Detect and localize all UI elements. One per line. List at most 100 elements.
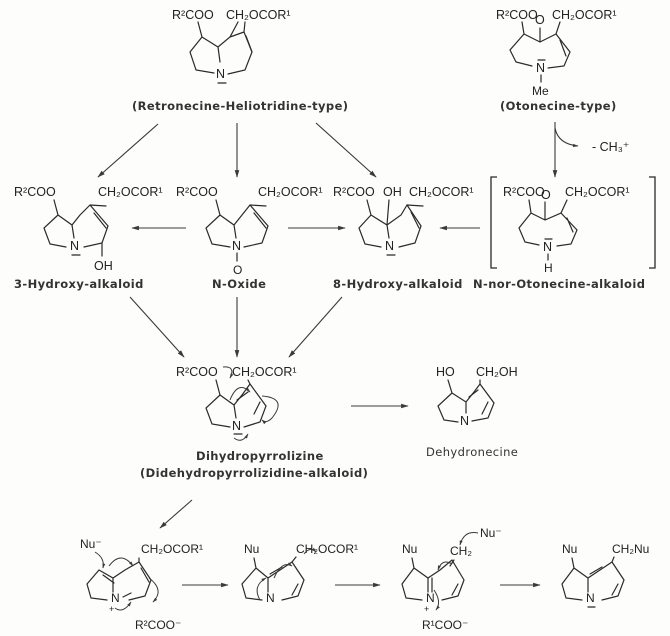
otonecine-oxo: O <box>535 13 545 27</box>
nor-otonecine-nitrogen: N <box>543 240 552 254</box>
nor-otonecine-ester-left: R²COO <box>503 185 545 199</box>
adduct1-nitrogen: N <box>266 591 275 605</box>
hydroxy3-label: 3-Hydroxy-alkaloid <box>14 277 144 291</box>
cation1-structure: Nu⁻ CH₂OCOR¹ N + R²COO⁻ <box>80 537 203 632</box>
hydroxy8-oh: OH <box>383 185 402 199</box>
cation2-exo-double-bond <box>449 559 455 567</box>
hydroxy8-double-bond <box>410 211 420 229</box>
otonecine-methyl: Me <box>532 84 549 98</box>
cation2-double-bond-2 <box>451 583 459 596</box>
arrow-retro-to-3hydroxy <box>97 123 159 178</box>
hydroxy3-nitrogen: N <box>70 239 79 253</box>
dehydronecine-double-bond-2 <box>481 401 489 415</box>
noxide-ester-right: CH₂OCOR¹ <box>258 185 323 199</box>
dehydronecine-structure: HO CH₂OH N Dehydronecine <box>426 365 518 459</box>
dehydronecine-nitrogen: N <box>460 414 469 428</box>
dihydro-nitrogen: N <box>232 419 241 433</box>
otonecine-ester-right: CH₂OCOR¹ <box>552 8 617 22</box>
cation2-incoming-nucleophile: Nu⁻ <box>480 526 502 540</box>
retronecine-nitrogen: N <box>216 67 225 81</box>
hydroxy3-structure: R²COO CH₂OCOR¹ N OH 3-Hydroxy-alkaloid <box>14 185 163 291</box>
bracket-right <box>649 176 656 269</box>
arrow-dihydro-to-cation1 <box>159 499 193 529</box>
dehydronecine-double-bond-1 <box>468 389 479 398</box>
hydroxy8-label: 8-Hydroxy-alkaloid <box>333 277 463 291</box>
cation1-ester-right: CH₂OCOR¹ <box>141 542 203 556</box>
hydroxy3-oh: OH <box>94 259 113 273</box>
curly-arrow-lone-pair <box>233 433 249 441</box>
curved-arrow-demethylation <box>554 127 579 148</box>
cation1-double-bond-1 <box>102 574 115 584</box>
retronecine-structure: R²COO CH₂OCOR¹ N (Retronecine-Heliotridi… <box>132 8 348 113</box>
dehydronecine-oh-left: HO <box>436 365 455 379</box>
dehydronecine-label: Dehydronecine <box>426 445 518 459</box>
noxide-oxygen: O <box>233 263 242 277</box>
otonecine-double-bond <box>559 39 567 57</box>
adduct2-structure: Nu CH₂Nu N <box>561 542 649 608</box>
dihydropyrrolizine-structure: R²COO CH₂OCOR¹ N Dihydropyrrolizine (Did… <box>140 365 368 480</box>
retronecine-label: (Retronecine-Heliotridine-type) <box>132 99 348 113</box>
nor-otonecine-double-bond <box>566 217 574 233</box>
hydroxy3-ester-right: CH₂OCOR¹ <box>98 185 163 199</box>
cation2-ch2: CH₂ <box>450 544 472 558</box>
cation2-structure: Nu CH₂ Nu⁻ N + R¹COO⁻ <box>401 526 502 632</box>
noxide-ester-left: R²COO <box>176 185 218 199</box>
adduct1-nucleophile: Nu <box>244 542 259 556</box>
cation2-attack-arrow <box>459 532 479 546</box>
cation2-charge: + <box>424 604 429 614</box>
adduct2-double-bond-1 <box>589 566 603 575</box>
adduct1-structure: Nu CH₂OCOR¹ N <box>241 542 358 605</box>
nor-otonecine-label: N-nor-Otonecine-alkaloid <box>473 277 645 291</box>
otonecine-ester-left: R²COO <box>496 8 538 22</box>
otonecine-nitrogen: N <box>536 61 545 75</box>
cation2-leaving-group: R¹COO⁻ <box>422 618 468 632</box>
curly-arrow-leaving-ester <box>222 366 234 379</box>
adduct2-nucleophile: Nu <box>562 542 577 556</box>
adduct2-double-bond-2 <box>611 583 619 596</box>
dihydro-label-2: (Didehydropyrrolizidine-alkaloid) <box>140 466 368 480</box>
adduct1-arrow-3 <box>303 547 317 555</box>
hydroxy8-structure: R²COO OH CH₂OCOR¹ N 8-Hydroxy-alkaloid <box>333 185 474 291</box>
cation1-ring-arrow-2 <box>148 577 159 603</box>
dihydro-ester-left: R²COO <box>176 365 218 379</box>
curly-arrow-ring-2 <box>261 395 279 425</box>
noxide-structure: R²COO CH₂OCOR¹ N O N-Oxide <box>176 185 323 291</box>
dihydro-ester-right: CH₂OCOR¹ <box>232 365 297 379</box>
adduct1-ester-right: CH₂OCOR¹ <box>296 542 358 556</box>
hydroxy8-ester-right: CH₂OCOR¹ <box>409 185 474 199</box>
hydroxy8-ester-left: R²COO <box>333 185 375 199</box>
cation1-ring-arrow-1 <box>108 557 134 567</box>
arrow-3hydroxy-to-dihydro <box>129 296 185 358</box>
cation2-nucleophile: Nu <box>402 542 417 556</box>
noxide-label: N-Oxide <box>212 277 266 291</box>
cation1-leaving-group: R²COO⁻ <box>135 618 181 632</box>
noxide-nitrogen: N <box>232 239 241 253</box>
cation1-attack-arrow <box>94 551 106 569</box>
cation2-nitrogen: N <box>426 591 435 605</box>
cation1-double-bond-2 <box>140 567 150 583</box>
retronecine-ester-right: CH₂OCOR¹ <box>226 8 291 22</box>
dihydro-double-bond-2 <box>253 401 261 415</box>
nor-otonecine-hydrogen: H <box>544 261 553 275</box>
retronecine-ester-left: R²COO <box>172 8 214 22</box>
arrow-retro-to-8hydroxy <box>315 122 377 178</box>
hydroxy3-ester-left: R²COO <box>14 185 56 199</box>
curly-arrow-ring-1 <box>229 387 251 401</box>
dihydro-double-bond-1 <box>236 391 249 401</box>
hydroxy3-double-bond <box>93 212 107 229</box>
dihydro-label-1: Dihydropyrrolizine <box>196 449 324 463</box>
cation1-ring-arrow-3 <box>114 601 132 611</box>
noxide-double-bond <box>253 212 267 229</box>
cation2-ring-arrow-1 <box>437 561 453 571</box>
adduct2-ch2nu: CH₂Nu <box>612 542 649 556</box>
nor-otonecine-oxo: O <box>541 188 551 202</box>
cation1-charge: + <box>109 604 114 614</box>
hydroxy8-nitrogen: N <box>385 239 394 253</box>
cation1-double-bond-3 <box>122 592 132 598</box>
cation1-nitrogen: N <box>111 591 120 605</box>
adduct1-arrow-2 <box>273 562 293 579</box>
nor-otonecine-structure: R²COO O CH₂OCOR¹ N H N-nor-Otonecine-alk… <box>473 176 656 291</box>
nor-otonecine-ester-right: CH₂OCOR¹ <box>565 185 630 199</box>
